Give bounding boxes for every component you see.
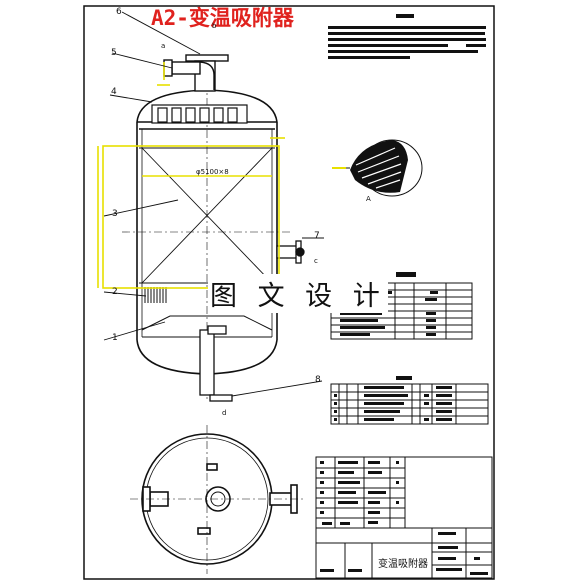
detail-a-label: A: [366, 195, 371, 203]
grid-plate: [144, 287, 167, 303]
nozzle-label-c: c: [314, 257, 318, 265]
part-label-4: 4: [111, 87, 117, 97]
title-block-name: 变温吸附器: [378, 559, 428, 570]
parts-table-text: [334, 386, 452, 421]
nozzle-label-a: a: [161, 42, 166, 50]
distributor-blocks: [151, 104, 248, 124]
title-block: [315, 456, 493, 579]
part-label-7: 7: [314, 231, 320, 241]
detail-a: [332, 139, 423, 197]
side-nozzle: [276, 240, 305, 264]
part-label-5: 5: [111, 48, 117, 58]
part-label-2: 2: [112, 287, 118, 297]
sheet-frame: [83, 5, 495, 580]
nozzle-label-b: b: [212, 22, 217, 30]
diameter-label: φ5100×8: [196, 168, 229, 176]
nozzle-label-d: d: [222, 409, 227, 417]
parts-table: [330, 376, 489, 425]
plan-view: [130, 425, 305, 574]
part-label-1: 1: [112, 333, 118, 343]
watermark-text: 图 文 设 计: [208, 274, 388, 313]
leader-lines: [103, 11, 324, 397]
top-nozzle: [163, 54, 229, 92]
part-label-8: 8: [315, 375, 321, 385]
part-label-6: 6: [116, 7, 122, 17]
tech-requirements: [328, 14, 486, 59]
yellow-dimensions: [97, 62, 285, 289]
drawing-title: A2-变温吸附器: [151, 6, 294, 30]
part-label-3: 3: [112, 209, 118, 219]
title-block-text: [320, 461, 488, 575]
bottom-nozzle: [199, 325, 233, 402]
